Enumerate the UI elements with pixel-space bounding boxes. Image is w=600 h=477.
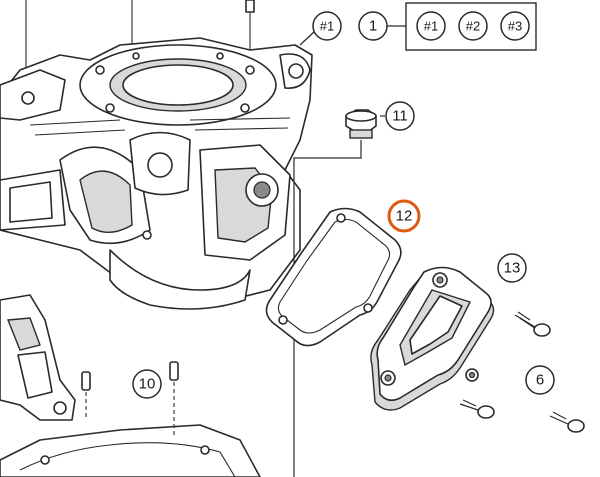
callout-label: 10: [139, 376, 156, 393]
screw: [549, 411, 585, 433]
callout-item-11: 11: [385, 101, 415, 131]
callout-label: #1: [320, 19, 334, 34]
side-bracket: [0, 294, 76, 421]
screw-plug: [293, 109, 385, 477]
callout-item-13: 13: [497, 253, 527, 283]
gasket: [265, 207, 402, 347]
callout-item-12: 12: [387, 199, 421, 233]
callout-label: 1: [369, 18, 377, 35]
variant-box: #1 #2 #3: [405, 2, 537, 51]
callout-item-10: 10: [132, 369, 162, 399]
callout-label: 6: [536, 372, 544, 389]
callout-label: 11: [392, 108, 408, 125]
callout-item-1: 1: [358, 11, 406, 41]
screw: [459, 399, 495, 419]
callout-label: 12: [396, 208, 413, 225]
callout-label: #2: [466, 19, 480, 34]
dowel-pin: [81, 371, 91, 420]
callout-ref-top: #1: [299, 11, 342, 46]
cylinder-assembly: [0, 0, 313, 310]
callout-label: 13: [504, 260, 521, 277]
cover: [370, 266, 495, 411]
callout-label: #1: [424, 19, 438, 34]
screw: [514, 311, 551, 337]
callout-item-6: 6: [525, 365, 555, 395]
callout-label: #3: [508, 19, 522, 34]
base-gasket: [0, 424, 261, 477]
dowel-pin: [169, 361, 179, 435]
